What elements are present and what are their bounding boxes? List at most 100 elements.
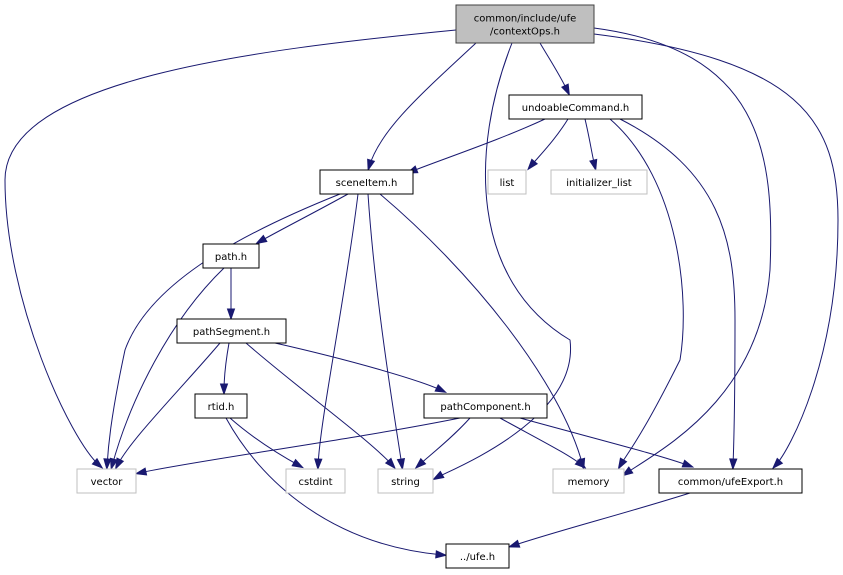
edge-line <box>435 42 571 479</box>
arrowhead-icon <box>561 83 570 97</box>
node-label: /contextOps.h <box>490 27 560 38</box>
edge-line <box>258 193 349 243</box>
arrowhead-icon <box>134 467 148 476</box>
node-pathSegment[interactable]: pathSegment.h <box>176 318 287 344</box>
edge-line <box>106 193 341 467</box>
edge-contextOps-to-vector <box>4 29 457 469</box>
arrowhead-icon <box>255 234 268 245</box>
node-label: initializer_list <box>566 178 632 189</box>
edge-line <box>274 342 444 392</box>
edge-line <box>511 492 691 547</box>
edge-line <box>609 118 684 467</box>
edge-sceneItem-to-cstdint <box>314 193 359 471</box>
arrowhead-icon <box>621 466 634 477</box>
node-box <box>423 393 548 419</box>
edge-rtid-to-cstdint <box>229 417 304 469</box>
edge-undoableCommand-to-initializer_list <box>584 118 598 172</box>
node-label: memory <box>568 477 610 488</box>
arrowhead-icon <box>219 383 229 396</box>
node-ufeExport[interactable]: common/ufeExport.h <box>658 468 803 494</box>
edge-contextOps-to-string <box>432 42 571 481</box>
edge-sceneItem-to-path <box>255 193 349 245</box>
arrowhead-icon <box>434 383 448 393</box>
edge-line <box>619 118 736 467</box>
arrowhead-icon <box>103 458 112 471</box>
node-sceneItem[interactable]: sceneItem.h <box>319 169 414 195</box>
node-cstdint: cstdint <box>285 468 346 494</box>
arrowhead-icon <box>574 457 587 469</box>
node-label: common/include/ufe <box>474 14 577 25</box>
node-box <box>508 94 643 120</box>
edge-pathComponent-to-vector <box>134 417 461 476</box>
node-box <box>550 169 648 195</box>
edge-pathComponent-to-ufeExport <box>519 417 695 468</box>
node-box <box>658 468 803 494</box>
node-label: undoableCommand.h <box>522 103 629 114</box>
arrowhead-icon <box>109 457 119 471</box>
edge-line <box>593 27 772 475</box>
node-undoableCommand[interactable]: undoableCommand.h <box>508 94 643 120</box>
edge-line <box>529 118 569 168</box>
edge-line <box>409 118 546 173</box>
edge-undoableCommand-to-ufeExport <box>619 118 738 471</box>
node-ufe[interactable]: ../ufe.h <box>445 543 510 569</box>
arrowhead-icon <box>527 158 539 171</box>
edge-line <box>245 342 394 467</box>
edge-path-to-pathSegment <box>226 268 236 321</box>
edge-pathSegment-to-rtid <box>219 342 230 396</box>
node-box <box>445 543 510 569</box>
node-label: path.h <box>215 252 247 263</box>
node-initializer_list: initializer_list <box>550 169 648 195</box>
arrowhead-icon <box>114 457 125 471</box>
node-rtid[interactable]: rtid.h <box>194 393 248 419</box>
edge-line <box>111 267 225 467</box>
node-label: string <box>391 477 420 488</box>
edge-line <box>116 342 221 467</box>
node-label: sceneItem.h <box>336 178 398 189</box>
node-label: list <box>500 178 515 189</box>
edge-contextOps-to-memory <box>593 27 772 477</box>
arrowhead-icon <box>414 457 427 470</box>
node-memory: memory <box>552 468 625 494</box>
edge-line <box>417 417 471 467</box>
node-vector: vector <box>76 468 137 494</box>
arrowhead-icon <box>384 457 396 470</box>
arrowhead-icon <box>435 550 448 559</box>
nodes-layer: common/include/ufe/contextOps.h undoableC… <box>76 4 803 569</box>
edge-path-to-vector <box>109 267 225 471</box>
edge-line <box>4 29 457 467</box>
edge-line <box>499 417 584 467</box>
edge-contextOps-to-undoableCommand <box>539 42 570 97</box>
arrowhead-icon <box>771 457 784 470</box>
edge-line <box>317 193 359 467</box>
edge-contextOps-to-sceneItem <box>367 42 477 172</box>
edge-line <box>368 42 477 168</box>
edge-line <box>593 33 839 467</box>
node-pathComponent[interactable]: pathComponent.h <box>423 393 548 419</box>
edge-line <box>225 417 444 556</box>
edge-line <box>379 193 584 467</box>
edge-pathSegment-to-pathComponent <box>274 342 448 393</box>
arrowhead-icon <box>432 470 445 481</box>
node-label: common/ufeExport.h <box>678 477 783 488</box>
edge-sceneItem-to-string <box>367 193 406 471</box>
node-box <box>487 169 527 195</box>
arrowhead-icon <box>226 308 236 321</box>
arrowhead-icon <box>507 539 521 548</box>
node-list: list <box>487 169 527 195</box>
node-contextOps[interactable]: common/include/ufe/contextOps.h <box>455 4 595 44</box>
edge-pathComponent-to-memory <box>499 417 587 469</box>
edge-line <box>367 193 403 467</box>
node-string: string <box>377 468 434 494</box>
arrowhead-icon <box>729 458 738 471</box>
edge-pathSegment-to-string <box>245 342 396 470</box>
edge-line <box>539 42 569 93</box>
node-path[interactable]: path.h <box>202 243 260 269</box>
arrowhead-icon <box>91 457 104 469</box>
edge-pathSegment-to-vector <box>114 342 221 471</box>
edge-line <box>519 417 691 467</box>
arrowhead-icon <box>367 158 376 172</box>
edge-pathComponent-to-string <box>414 417 471 470</box>
node-label: rtid.h <box>208 402 235 413</box>
